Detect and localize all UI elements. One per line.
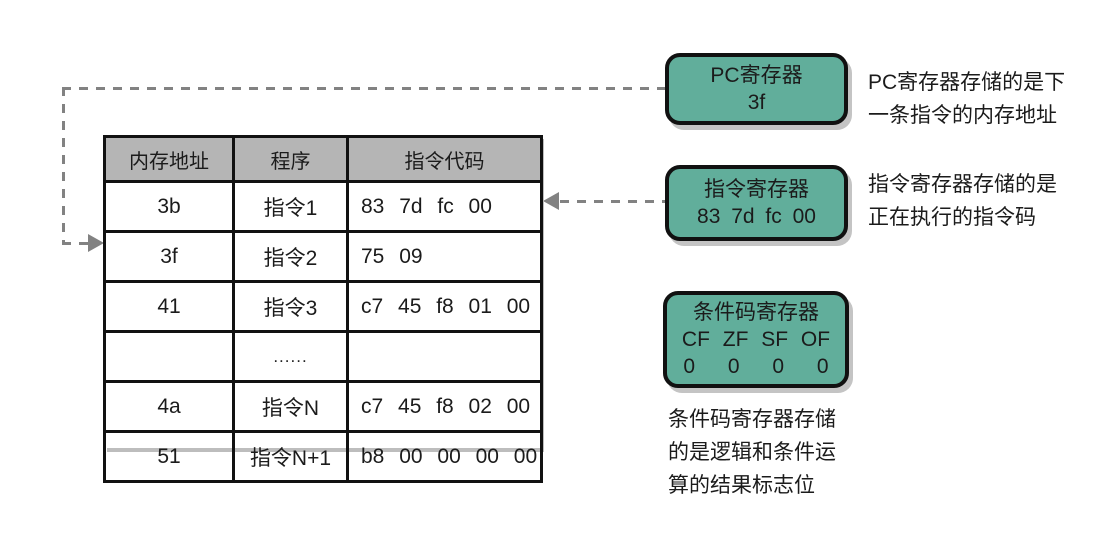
program-cell: 指令N+1 (232, 430, 349, 483)
memory-address-cell: 4a (103, 380, 235, 433)
note-line: 正在执行的指令码 (868, 206, 1036, 229)
instruction-code-cell: 83 7d fc 00 (346, 180, 543, 233)
condition-code-register-title: 条件码寄存器 (693, 301, 819, 324)
instruction-register-note: 指令寄存器存储的是 正在执行的指令码 (868, 168, 1083, 234)
condition-code-register-note: 条件码寄存器存储 的是逻辑和条件运 算的结果标志位 (668, 403, 893, 502)
note-line: 的是逻辑和条件运 (668, 441, 836, 464)
ir-connector-line (560, 200, 665, 203)
column-header-memory-address: 内存地址 (103, 135, 235, 183)
table-row: ...... (103, 330, 543, 383)
memory-address-cell: 41 (103, 280, 235, 333)
table-header-row: 内存地址 程序 指令代码 (103, 135, 543, 183)
pc-connector-left-line (62, 87, 65, 245)
instruction-register-box: 指令寄存器 83 7d fc 00 (665, 165, 848, 241)
memory-address-cell (103, 330, 235, 383)
program-cell-ellipsis: ...... (232, 330, 349, 383)
instruction-register-title: 指令寄存器 (704, 178, 809, 201)
program-cell: 指令N (232, 380, 349, 433)
note-line: 指令寄存器存储的是 (868, 173, 1057, 196)
table-row: 51 指令N+1 b8 00 00 00 00 (103, 430, 543, 483)
ir-arrowhead-icon (543, 192, 559, 210)
memory-table: 内存地址 程序 指令代码 3b 指令1 83 7d fc 00 3f 指令2 7… (103, 135, 543, 483)
memory-address-cell: 3f (103, 230, 235, 283)
instruction-code-cell: c7 45 f8 02 00 (346, 380, 543, 433)
note-line: PC寄存器存储的是下 (868, 71, 1066, 94)
instruction-code-cell: 75 09 (346, 230, 543, 283)
table-row: 3b 指令1 83 7d fc 00 (103, 180, 543, 233)
memory-address-cell: 3b (103, 180, 235, 233)
instruction-code-cell: b8 00 00 00 00 (346, 430, 543, 483)
column-header-program: 程序 (232, 135, 349, 183)
pc-connector-bottom-line (62, 242, 90, 245)
table-row: 4a 指令N c7 45 f8 02 00 (103, 380, 543, 433)
condition-code-flag-values: 0 0 0 0 (683, 355, 829, 378)
pc-register-value: 3f (747, 91, 766, 114)
note-line: 条件码寄存器存储 (668, 408, 836, 431)
memory-address-cell: 51 (103, 430, 235, 483)
pc-register-note: PC寄存器存储的是下 一条指令的内存地址 (868, 66, 1083, 132)
pc-register-title: PC寄存器 (710, 64, 803, 87)
condition-code-register-box: 条件码寄存器 CF ZF SF OF 0 0 0 0 (663, 291, 849, 388)
column-header-instruction-code: 指令代码 (346, 135, 543, 183)
pc-register-box: PC寄存器 3f (665, 53, 848, 125)
instruction-register-value: 83 7d fc 00 (697, 205, 816, 228)
instruction-code-cell: c7 45 f8 01 00 (346, 280, 543, 333)
table-row: 3f 指令2 75 09 (103, 230, 543, 283)
program-cell: 指令1 (232, 180, 349, 233)
note-line: 一条指令的内存地址 (868, 104, 1057, 127)
pc-arrowhead-icon (88, 234, 104, 252)
note-line: 算的结果标志位 (668, 474, 815, 497)
memory-table-grid: 内存地址 程序 指令代码 3b 指令1 83 7d fc 00 3f 指令2 7… (103, 135, 543, 483)
program-cell: 指令2 (232, 230, 349, 283)
pc-connector-top-line (62, 87, 665, 90)
program-cell: 指令3 (232, 280, 349, 333)
table-row: 41 指令3 c7 45 f8 01 00 (103, 280, 543, 333)
instruction-code-cell (346, 330, 543, 383)
condition-code-flags: CF ZF SF OF (681, 328, 831, 351)
